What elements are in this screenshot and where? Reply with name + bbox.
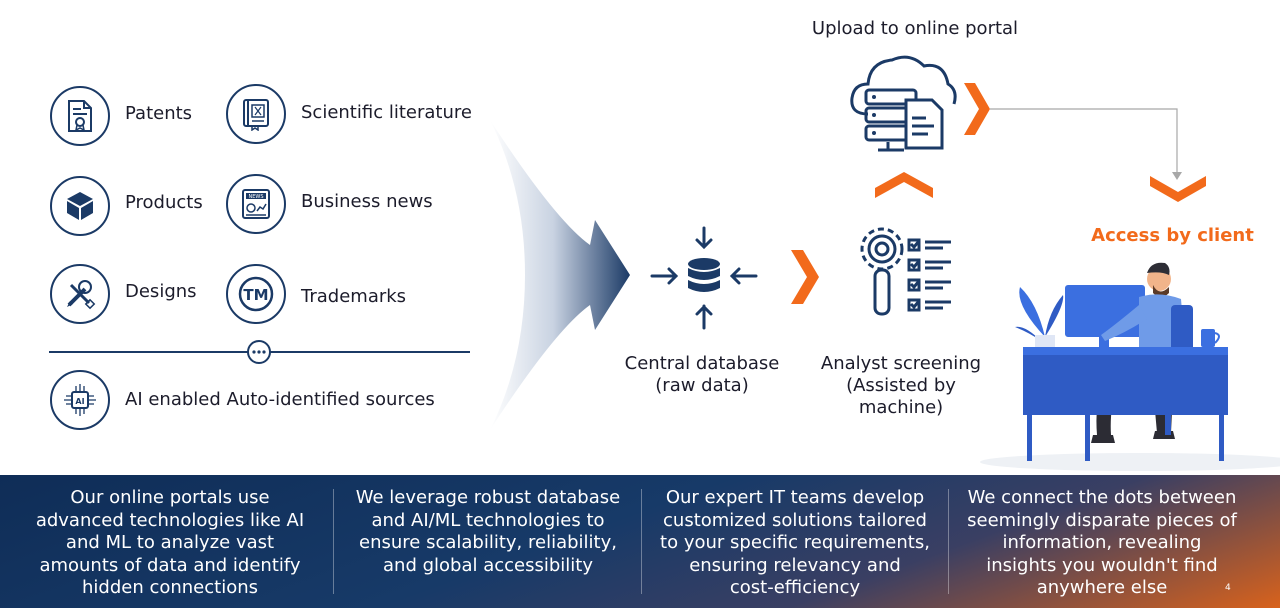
footer-divider bbox=[333, 489, 334, 594]
footer-col1-line: advanced technologies like AI bbox=[20, 510, 320, 533]
footer-col3-line: Our expert IT teams develop bbox=[645, 487, 945, 510]
footer-col1-line: Our online portals use bbox=[20, 487, 320, 510]
footer-col1-line: hidden connections bbox=[20, 577, 320, 600]
cloud-server-icon bbox=[848, 44, 958, 154]
svg-text:AI: AI bbox=[75, 397, 84, 406]
more-sources-button[interactable] bbox=[247, 340, 271, 364]
screening-label-line3: machine) bbox=[811, 397, 991, 419]
scientific-book-icon bbox=[239, 97, 273, 131]
source-label-patents: Patents bbox=[125, 103, 192, 124]
source-label-designs: Designs bbox=[125, 281, 197, 302]
footer-col3-line: customized solutions tailored bbox=[645, 510, 945, 533]
upload-label: Upload to online portal bbox=[780, 18, 1050, 39]
footer-column-1: Our online portals use advanced technolo… bbox=[20, 487, 320, 600]
footer-column-3: Our expert IT teams develop customized s… bbox=[645, 487, 945, 600]
client-label: Access by client bbox=[1080, 225, 1265, 246]
design-tools-icon bbox=[63, 277, 97, 311]
chevron-right-icon bbox=[962, 83, 990, 135]
analyst-screening-icon bbox=[855, 222, 955, 320]
footer-column-2: We leverage robust database and AI/ML te… bbox=[338, 487, 638, 577]
news-icon-circle: NEWS bbox=[226, 174, 286, 234]
ai-chip-icon: AI bbox=[62, 382, 98, 418]
page-number: 4 bbox=[1225, 583, 1231, 593]
source-label-scientific-literature: Scientific literature bbox=[301, 102, 472, 123]
footer-col1-line: amounts of data and identify bbox=[20, 555, 320, 578]
patent-icon-circle bbox=[50, 86, 110, 146]
trademark-icon: TM bbox=[236, 274, 276, 314]
footer-col4-line: We connect the dots between bbox=[952, 487, 1252, 510]
source-label-trademarks: Trademarks bbox=[301, 286, 406, 307]
ai-icon-circle: AI bbox=[50, 370, 110, 430]
source-label-products: Products bbox=[125, 192, 203, 213]
footer-col3-line: to your specific requirements, bbox=[645, 532, 945, 555]
footer-col3-line: cost-efficiency bbox=[645, 577, 945, 600]
source-label-ai-sources: AI enabled Auto-identified sources bbox=[125, 389, 435, 410]
source-label-business-news: Business news bbox=[301, 191, 433, 212]
patent-document-icon bbox=[65, 99, 95, 133]
footer-col3-line: ensuring relevancy and bbox=[645, 555, 945, 578]
design-icon-circle bbox=[50, 264, 110, 324]
footer-col2-line: and AI/ML technologies to bbox=[338, 510, 638, 533]
chevron-down-icon bbox=[1150, 176, 1206, 202]
footer-divider bbox=[948, 489, 949, 594]
connector-line bbox=[990, 100, 1190, 185]
svg-text:TM: TM bbox=[243, 286, 268, 304]
database-label-line1: Central database bbox=[612, 353, 792, 375]
scientific-icon-circle bbox=[226, 84, 286, 144]
database-label-line2: (raw data) bbox=[612, 375, 792, 397]
chevron-right-icon bbox=[789, 250, 819, 304]
footer-col2-line: and global accessibility bbox=[338, 555, 638, 578]
footer-column-4: We connect the dots between seemingly di… bbox=[952, 487, 1252, 600]
product-icon-circle bbox=[50, 176, 110, 236]
svg-text:NEWS: NEWS bbox=[248, 194, 263, 200]
trademark-icon-circle: TM bbox=[226, 264, 286, 324]
footer-col4-line: anywhere else bbox=[952, 577, 1252, 600]
screening-label: Analyst screening (Assisted by machine) bbox=[811, 353, 991, 419]
footer-col2-line: We leverage robust database bbox=[338, 487, 638, 510]
newspaper-icon: NEWS bbox=[239, 187, 273, 221]
footer-col4-line: insights you wouldn't find bbox=[952, 555, 1252, 578]
product-box-icon bbox=[65, 190, 95, 222]
footer-col4-line: seemingly disparate pieces of bbox=[952, 510, 1252, 533]
footer-col2-line: ensure scalability, reliability, bbox=[338, 532, 638, 555]
chevron-up-icon bbox=[875, 172, 933, 198]
database-label: Central database (raw data) bbox=[612, 353, 792, 397]
footer-col4-line: information, revealing bbox=[952, 532, 1252, 555]
database-icon bbox=[648, 224, 760, 332]
screening-label-line2: (Assisted by bbox=[811, 375, 991, 397]
footer-col1-line: and ML to analyze vast bbox=[20, 532, 320, 555]
footer-banner: Our online portals use advanced technolo… bbox=[0, 475, 1280, 608]
client-at-desk-illustration bbox=[975, 255, 1280, 475]
ellipsis-icon bbox=[252, 350, 266, 354]
footer-divider bbox=[641, 489, 642, 594]
screening-label-line1: Analyst screening bbox=[811, 353, 991, 375]
